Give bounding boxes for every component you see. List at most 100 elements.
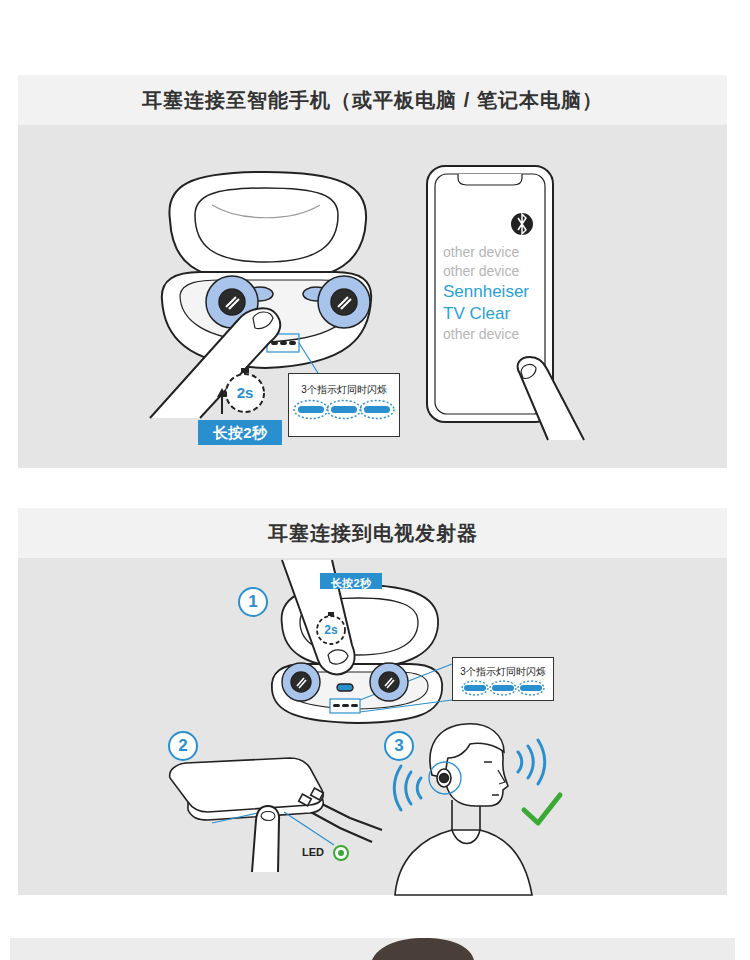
sound-wave — [406, 772, 411, 804]
earbud — [318, 276, 370, 328]
led-symbol — [334, 846, 348, 860]
action-text: 长按2秒 — [331, 575, 370, 591]
led-indicator — [330, 699, 360, 713]
callout-box: 3个指示灯同时闪烁 — [452, 657, 554, 701]
callout-box — [490, 681, 516, 695]
person — [440, 774, 449, 783]
callout-number: 2 — [170, 733, 196, 759]
finger — [252, 806, 279, 872]
finger — [521, 365, 536, 379]
timer-icon — [317, 616, 345, 644]
part-label: LED — [302, 846, 324, 858]
device-name: other device — [443, 325, 543, 344]
timer-icon — [241, 368, 249, 373]
timer-text: 2s — [324, 620, 337, 640]
finger — [284, 812, 334, 845]
finger — [518, 357, 584, 440]
charging-case — [195, 188, 338, 262]
phone-screen: other deviceother deviceSennheiser TV Cl… — [427, 166, 553, 422]
finger — [518, 357, 584, 440]
tv-transmitter — [170, 758, 324, 812]
callout-number: 1 — [240, 589, 266, 615]
person — [437, 769, 451, 787]
timer-text: 2s — [237, 383, 254, 403]
timer-icon — [217, 388, 227, 397]
panel-heading: 耳塞连接到电视发射器 — [18, 508, 727, 558]
callout-text: 3个指示灯同时闪烁 — [301, 383, 387, 396]
panel-ground — [18, 75, 727, 468]
checkmark — [524, 795, 560, 823]
callout-box — [462, 681, 488, 695]
led-indicator — [342, 704, 349, 707]
action-text: 长按2秒 — [213, 420, 266, 445]
finger — [253, 312, 273, 329]
smartphone — [435, 174, 545, 414]
person — [395, 724, 532, 895]
earbud — [291, 672, 311, 692]
tv-transmitter — [212, 813, 258, 823]
charging-case — [169, 172, 366, 282]
timer-label: 2s — [318, 620, 344, 640]
finger — [150, 308, 280, 418]
device-name: other device — [443, 243, 543, 262]
tv-transmitter — [299, 794, 312, 806]
earbud — [226, 297, 239, 309]
photo-strip — [372, 938, 474, 960]
callout-box — [288, 373, 400, 437]
person — [452, 830, 480, 844]
timer-icon — [217, 368, 264, 414]
callout-box — [294, 401, 328, 419]
led-indicator — [360, 664, 452, 712]
callout-box — [364, 406, 390, 413]
callout-box — [360, 401, 394, 419]
smartphone — [518, 214, 526, 234]
callout-box — [518, 681, 544, 695]
finger — [261, 812, 275, 821]
panel-ground — [18, 508, 727, 895]
timer-icon — [328, 612, 334, 616]
callout-box — [327, 401, 361, 419]
sound-wave — [417, 778, 421, 798]
callout-box — [288, 373, 400, 437]
person — [484, 762, 505, 795]
device-name: other device — [443, 262, 543, 281]
callout-box — [452, 657, 554, 701]
led-symbol — [338, 850, 344, 856]
earbud — [379, 672, 399, 692]
panel-heading: 耳塞连接至智能手机（或平板电脑 / 笔记本电脑） — [18, 75, 727, 125]
earbud — [331, 289, 357, 315]
finger — [150, 308, 280, 418]
person — [395, 830, 532, 895]
step-number: 1 — [238, 587, 268, 617]
device-name: Sennheiser TV Clear — [443, 281, 543, 325]
panel-ground — [18, 75, 727, 125]
callout-box — [331, 406, 357, 413]
tv-transmitter — [311, 788, 324, 800]
led-indicator — [351, 704, 358, 707]
sound-wave — [528, 746, 533, 778]
person — [429, 762, 461, 794]
callout-box — [492, 685, 514, 691]
finger — [252, 806, 334, 872]
charging-case — [272, 585, 442, 723]
led-indicator — [289, 341, 296, 345]
step-number: 3 — [384, 731, 414, 761]
led-indicator — [299, 343, 318, 373]
smartphone — [458, 174, 522, 185]
photo-strip — [10, 938, 735, 960]
photo-strip — [10, 938, 735, 960]
timer-icon — [226, 374, 264, 412]
callout-box — [452, 657, 554, 701]
sound-wave — [394, 766, 401, 810]
sound-wave — [518, 752, 522, 772]
sound-wave — [394, 740, 545, 810]
earbud — [385, 678, 394, 688]
finger — [252, 806, 279, 872]
earbud — [297, 678, 306, 688]
earbud — [337, 684, 353, 691]
led-indicator — [280, 341, 287, 345]
action-label: 长按2秒 — [320, 573, 382, 589]
earbud — [206, 276, 370, 328]
